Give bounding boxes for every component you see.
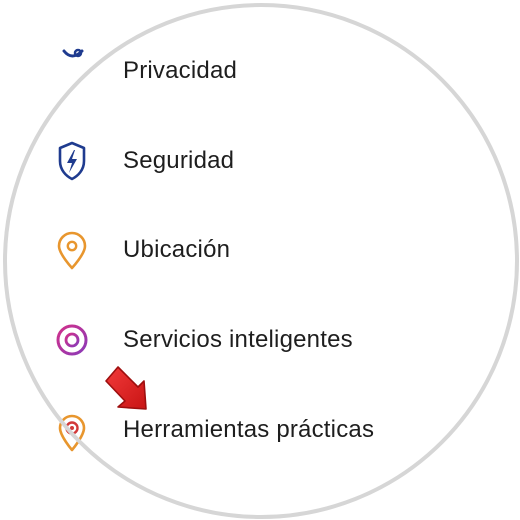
menu-item-label: Ubicación — [123, 236, 231, 263]
menu-item-label: Seguridad — [123, 147, 235, 174]
menu-item-herramientas-practicas[interactable]: Herramientas prácticas — [48, 400, 468, 460]
shield-lightning-icon — [48, 137, 96, 185]
smart-services-icon — [48, 316, 96, 364]
privacy-icon — [48, 47, 96, 95]
menu-item-seguridad[interactable]: Seguridad — [48, 131, 468, 191]
menu-item-privacidad[interactable]: Privacidad — [48, 41, 468, 101]
red-arrow-icon — [105, 366, 147, 410]
menu-item-servicios-inteligentes[interactable]: Servicios inteligentes — [48, 310, 468, 370]
location-pin-icon — [48, 226, 96, 274]
menu-item-ubicacion[interactable]: Ubicación — [48, 220, 468, 280]
menu-item-label: Servicios inteligentes — [123, 326, 353, 353]
menu-item-label: Privacidad — [123, 57, 238, 84]
tools-icon — [48, 406, 96, 454]
menu-item-label: Herramientas prácticas — [123, 416, 375, 443]
